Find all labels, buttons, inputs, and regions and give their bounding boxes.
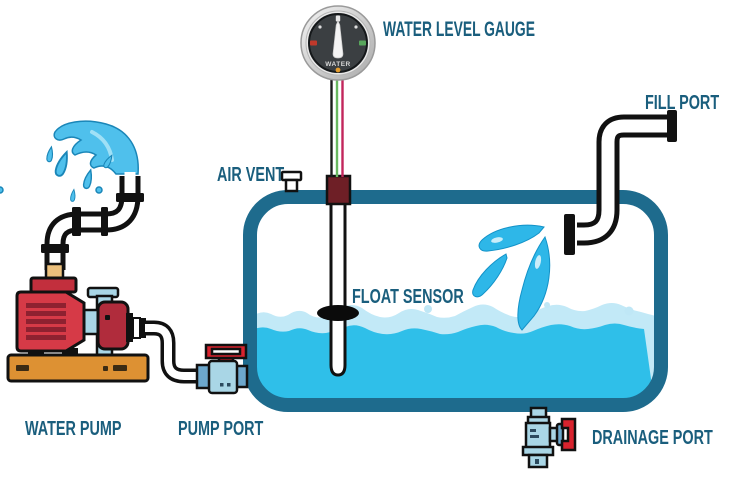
water-bubble xyxy=(424,305,432,313)
gauge-high-tick xyxy=(359,40,366,46)
pump-outlet-pipe xyxy=(41,172,144,270)
discharge-flange xyxy=(126,313,133,342)
valve-bolt xyxy=(227,383,231,387)
pump-to-port-pipe xyxy=(145,320,200,384)
label-fill-port: FILL PORT xyxy=(645,92,720,114)
fill-pipe-end-cap xyxy=(667,110,677,142)
label-pump-port: PUMP PORT xyxy=(178,418,264,440)
drain-mark xyxy=(530,435,539,438)
label-water-level-gauge: WATER LEVEL GAUGE xyxy=(383,18,535,41)
sensor-probe xyxy=(329,198,347,377)
gauge-tick xyxy=(354,25,358,29)
drainage-port-valve xyxy=(521,406,577,469)
pump-head-bolt xyxy=(105,315,110,320)
gauge-tick xyxy=(318,25,322,29)
pump-base xyxy=(6,353,150,383)
gauge-needle xyxy=(332,20,344,59)
valve-handle xyxy=(204,343,248,360)
motor-fins xyxy=(26,303,66,340)
pump-top-cap xyxy=(29,276,78,294)
pipe-collar xyxy=(116,193,144,202)
pipe-flange xyxy=(72,207,81,236)
fill-pipe-outlet-cap xyxy=(564,214,575,255)
water-level-gauge: WATER xyxy=(300,5,376,177)
pump-head xyxy=(96,300,130,351)
gauge-low-tick xyxy=(310,40,317,46)
water-body xyxy=(257,323,654,398)
base-slots xyxy=(16,365,127,371)
discharge-spacer xyxy=(132,317,141,339)
float-sensor xyxy=(317,174,359,377)
valve-bolt xyxy=(220,383,224,387)
water-splash xyxy=(472,224,551,331)
pipe-flange xyxy=(101,207,108,236)
gauge-bottom-dot xyxy=(335,67,341,73)
label-water-pump: WATER PUMP xyxy=(25,418,122,440)
water-bubble xyxy=(624,306,634,316)
tank-border xyxy=(243,190,668,412)
drain-handle xyxy=(560,417,577,452)
sensor-connector xyxy=(325,174,352,206)
discharge-flange xyxy=(140,318,146,338)
label-float-sensor: FLOAT SENSOR xyxy=(352,286,464,308)
drain-mark xyxy=(530,429,536,432)
gauge-dial-text: WATER xyxy=(325,61,351,68)
air-vent-cap xyxy=(280,170,303,193)
pump-port-valve xyxy=(195,343,249,395)
storage-tank xyxy=(243,190,668,412)
valve-body xyxy=(207,359,239,395)
label-air-vent: AIR VENT xyxy=(217,164,285,186)
pump-spray xyxy=(0,120,139,203)
water-pump-graphic xyxy=(6,262,150,383)
float-disc xyxy=(317,305,359,321)
label-drainage-port: DRAINAGE PORT xyxy=(592,427,713,449)
drain-spout-mark xyxy=(535,459,539,464)
spray-swoosh xyxy=(53,120,139,175)
pipe-flange xyxy=(41,244,69,253)
fill-port-pipe xyxy=(564,110,677,255)
tank-water xyxy=(257,302,654,398)
pump-foot xyxy=(62,348,78,357)
gauge-top-mark xyxy=(335,15,341,22)
water-bubble xyxy=(544,302,550,308)
